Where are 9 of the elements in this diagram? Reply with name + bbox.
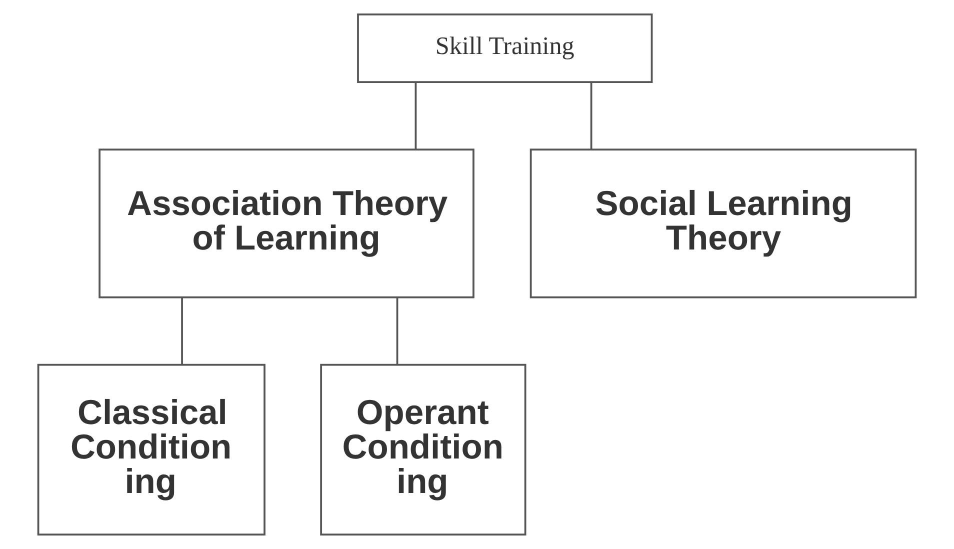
connector	[181, 298, 183, 365]
node-box: Social Learning Theory	[530, 148, 917, 298]
node-box: Association Theory of Learning	[98, 148, 474, 298]
connector	[414, 82, 417, 150]
node-box: Classical Condition ing	[37, 364, 266, 536]
node-box: Operant Condition ing	[320, 364, 526, 536]
connector	[590, 82, 592, 150]
node-box: Skill Training	[357, 14, 653, 83]
connector	[396, 298, 398, 365]
